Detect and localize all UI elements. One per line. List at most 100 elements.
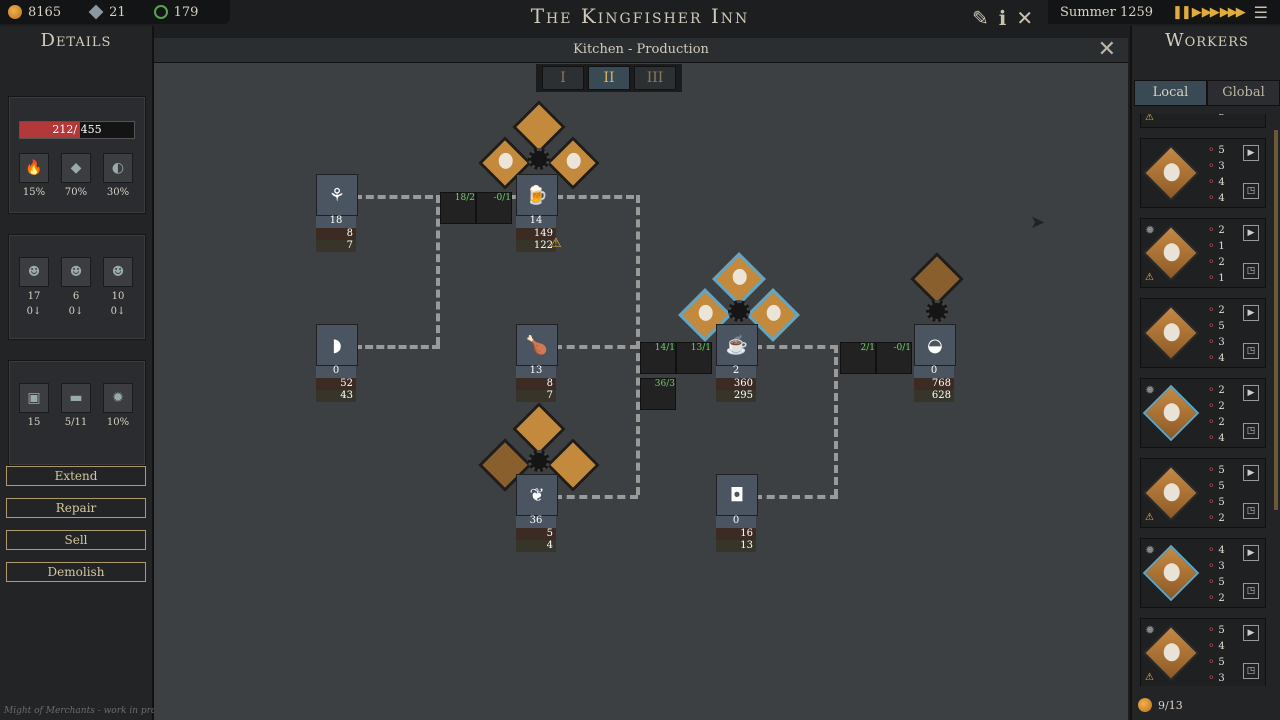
ingredient-link[interactable]: 36/3 xyxy=(640,378,676,410)
wheat-icon: ⚘ xyxy=(316,174,358,216)
laurel-icon xyxy=(153,5,168,19)
tab-global[interactable]: Global xyxy=(1207,80,1280,106)
play-icon[interactable]: ▶ xyxy=(1243,625,1259,641)
assign-icon[interactable]: ◳ xyxy=(1243,423,1259,439)
extend-button[interactable]: Extend xyxy=(6,466,146,486)
play-icon[interactable]: ▶ xyxy=(1243,385,1259,401)
worker-slot[interactable] xyxy=(512,100,566,154)
worker-card[interactable]: ✹ ⚬2⚬1⚬2⚬1 ▶◳ ⚠ xyxy=(1140,218,1266,288)
fast-forward-icon[interactable]: ▶▶ xyxy=(1201,4,1220,20)
work-in-progress-note: Might of Merchants - work in progress xyxy=(4,706,181,716)
cheese-icon: ◘ xyxy=(716,474,758,516)
ingredient-link[interactable]: 13/1 xyxy=(676,342,712,374)
worker-card[interactable]: ✹ ⚬2⚬2⚬2⚬4 ▶◳ xyxy=(1140,378,1266,448)
person-icon: ☻ xyxy=(61,257,91,287)
meat-icon: 🍗 xyxy=(516,324,558,366)
play-icon[interactable]: ▶ xyxy=(1191,4,1202,20)
worker-icon xyxy=(1138,698,1152,712)
gear-icon: ✹ xyxy=(1145,223,1156,237)
building-row: ▣15 ▬5/11 ✹10% xyxy=(19,383,133,428)
tab-tier-3[interactable]: III xyxy=(634,66,676,90)
tab-tier-2[interactable]: II xyxy=(588,66,630,90)
gear-icon: ✹ xyxy=(103,383,133,413)
sell-button[interactable]: Sell xyxy=(6,530,146,550)
connector xyxy=(554,495,638,499)
tab-tier-1[interactable]: I xyxy=(542,66,584,90)
tab-local[interactable]: Local xyxy=(1134,80,1207,106)
close-icon[interactable]: ✕ xyxy=(1016,6,1034,30)
worker-card[interactable]: ✹ ⚬5⚬4⚬5⚬3 ▶◳ ⚠ xyxy=(1140,618,1266,686)
resist-row: 🔥15% ◆70% ◐30% xyxy=(19,153,133,198)
worker-slot[interactable] xyxy=(910,252,964,306)
hp-fill xyxy=(20,122,81,138)
assign-icon[interactable]: ◳ xyxy=(1243,503,1259,519)
menu-icon[interactable]: ☰ xyxy=(1253,2,1268,22)
fastest-forward-icon[interactable]: ▶▶▶ xyxy=(1219,4,1246,20)
assign-icon[interactable]: ◳ xyxy=(1243,183,1259,199)
worker-card[interactable]: ⚬5⚬5⚬5⚬2 ▶◳ ⚠ xyxy=(1140,458,1266,528)
beer-mug-icon: 🍺 xyxy=(516,174,558,216)
gear-icon: ✹ xyxy=(1145,383,1156,397)
play-icon[interactable]: ▶ xyxy=(1243,545,1259,561)
assign-icon[interactable]: ◳ xyxy=(1243,263,1259,279)
worker-slot[interactable] xyxy=(512,402,566,456)
connector xyxy=(554,345,638,349)
worker-portrait xyxy=(1142,304,1200,362)
repair-button[interactable]: Repair xyxy=(6,498,146,518)
rock-icon: ◆ xyxy=(61,153,91,183)
fire-icon: 🔥 xyxy=(19,153,49,183)
worker-card[interactable]: ⚬3 ⚠ xyxy=(1140,114,1266,128)
close-production-icon[interactable]: ✕ xyxy=(1097,37,1116,62)
gear-icon: ✹ xyxy=(1145,623,1156,637)
stone-resource: 21 xyxy=(88,4,126,20)
worker-scrollbar[interactable] xyxy=(1274,130,1278,510)
worker-card[interactable]: ✹ ⚬4⚬3⚬5⚬2 ▶◳ xyxy=(1140,538,1266,608)
worker-list[interactable]: ⚬3 ⚠ ⚬5⚬3⚬4⚬4 ▶◳ ✹ ⚬2⚬1⚬2⚬1 ▶◳ ⚠ ⚬2⚬5⚬3⚬… xyxy=(1140,114,1266,686)
play-icon[interactable]: ▶ xyxy=(1243,465,1259,481)
capacity-stat: ▣15 xyxy=(19,383,49,428)
demolish-button[interactable]: Demolish xyxy=(6,562,146,582)
mouse-cursor-icon: ➤ xyxy=(1030,212,1046,233)
ingredient-link[interactable]: 18/2 xyxy=(440,192,476,224)
durability-section: 212/ 455 🔥15% ◆70% ◐30% xyxy=(8,96,146,214)
play-icon[interactable]: ▶ xyxy=(1243,225,1259,241)
edit-icon[interactable]: ✎ xyxy=(972,6,989,30)
assign-icon[interactable]: ◳ xyxy=(1243,583,1259,599)
pause-icon[interactable]: ❚❚ xyxy=(1172,4,1192,20)
stone-icon xyxy=(88,4,104,20)
door-icon: ▣ xyxy=(19,383,49,413)
play-icon[interactable]: ▶ xyxy=(1243,305,1259,321)
worker-slot-filled[interactable] xyxy=(712,252,766,306)
person-icon: ☻ xyxy=(103,257,133,287)
warning-icon: ⚠ xyxy=(1145,672,1154,683)
person-icon: ☻ xyxy=(19,257,49,287)
assign-icon[interactable]: ◳ xyxy=(1243,663,1259,679)
warning-icon: ⚠ xyxy=(550,236,562,251)
worker-card[interactable]: ⚬5⚬3⚬4⚬4 ▶◳ xyxy=(1140,138,1266,208)
play-icon[interactable]: ▶ xyxy=(1243,145,1259,161)
gear-icon xyxy=(926,300,948,322)
herbs-icon: ❦ xyxy=(516,474,558,516)
assign-icon[interactable]: ◳ xyxy=(1243,343,1259,359)
ingredient-link[interactable]: 14/1 xyxy=(640,342,676,374)
worker-card[interactable]: ⚬2⚬5⚬3⚬4 ▶◳ xyxy=(1140,298,1266,368)
info-icon[interactable]: ℹ xyxy=(998,6,1007,30)
connector xyxy=(636,195,640,495)
workers-panel: Workers Local Global ⚬3 ⚠ ⚬5⚬3⚬4⚬4 ▶◳ ✹ … xyxy=(1130,26,1280,720)
production-tabs: I II III xyxy=(536,64,682,92)
workers-header: Workers xyxy=(1165,30,1249,51)
ingredient-link[interactable]: -0/1 xyxy=(476,192,512,224)
ingredient-link[interactable]: 2/1 xyxy=(840,342,876,374)
ingredient-link[interactable]: -0/1 xyxy=(876,342,912,374)
